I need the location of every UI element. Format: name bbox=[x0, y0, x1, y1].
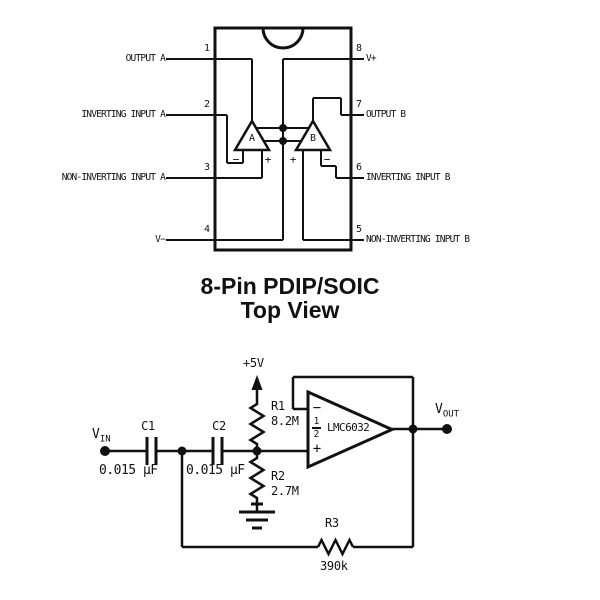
pin-label-output-b: OUTPUT B bbox=[366, 109, 406, 120]
pinout-caption-line1: 8-Pin PDIP/SOIC bbox=[200, 273, 380, 299]
filter-circuit bbox=[100, 375, 452, 557]
amp-a-plus-sign: + bbox=[264, 153, 272, 166]
capacitor-c2-symbol bbox=[211, 437, 224, 465]
opamp-half-fraction: 1 2 bbox=[312, 417, 321, 439]
pin-label-output-a: OUTPUT A bbox=[125, 53, 166, 64]
r2-value: 2.7M bbox=[271, 484, 299, 498]
c2-name: C2 bbox=[212, 419, 226, 433]
fraction-numerator: 1 bbox=[313, 416, 320, 427]
capacitor-c1-symbol bbox=[145, 437, 158, 465]
vout-base: V bbox=[435, 402, 443, 417]
opamp-b-symbol bbox=[293, 118, 333, 152]
pin-number-4: 4 bbox=[203, 224, 210, 235]
vout-label: VOUT bbox=[435, 403, 459, 422]
pin-number-2: 2 bbox=[203, 99, 210, 110]
opamp-a-symbol bbox=[232, 118, 272, 152]
opamp-symbol bbox=[306, 389, 396, 470]
r1-value: 8.2M bbox=[271, 414, 299, 428]
pin-label-noninverting-a: NON-INVERTING INPUT A bbox=[61, 172, 166, 183]
c1-name: C1 bbox=[141, 419, 155, 433]
amp-b-minus-sign: − bbox=[323, 153, 331, 166]
notch-icon bbox=[261, 27, 305, 50]
pin-label-vminus: V− bbox=[155, 234, 166, 245]
r1-name: R1 bbox=[271, 399, 285, 413]
junction-dot bbox=[408, 424, 418, 434]
pin-label-inverting-a: INVERTING INPUT A bbox=[81, 109, 165, 120]
supply-label: +5V bbox=[243, 356, 264, 370]
pin-number-5: 5 bbox=[356, 224, 363, 235]
fraction-denominator: 2 bbox=[313, 429, 320, 440]
pin-number-8: 8 bbox=[356, 43, 363, 54]
pin-label-inverting-b: INVERTING INPUT B bbox=[366, 172, 450, 183]
r3-value: 390k bbox=[320, 559, 348, 573]
pin-number-7: 7 bbox=[356, 99, 363, 110]
amp-a-minus-sign: − bbox=[232, 153, 240, 166]
fraction-bar bbox=[312, 427, 321, 429]
pin-number-3: 3 bbox=[203, 162, 210, 173]
junction-dot bbox=[279, 124, 287, 132]
pin-number-1: 1 bbox=[203, 43, 210, 54]
pin-label-vplus: V+ bbox=[366, 53, 377, 64]
pin-label-noninverting-b: NON-INVERTING INPUT B bbox=[366, 234, 470, 245]
c2-value: 0.015 μF bbox=[186, 463, 245, 478]
ic-body bbox=[213, 26, 353, 252]
vin-label: VIN bbox=[92, 428, 111, 447]
resistor-r2-symbol bbox=[248, 451, 266, 512]
pinout-diagram bbox=[166, 26, 364, 252]
c1-value: 0.015 μF bbox=[99, 463, 158, 478]
opamp-plus-sign: + bbox=[312, 441, 322, 457]
junction-dot bbox=[252, 446, 262, 456]
r2-name: R2 bbox=[271, 469, 285, 483]
amp-b-letter: B bbox=[309, 133, 317, 144]
vin-subscript: IN bbox=[99, 434, 111, 445]
vout-subscript: OUT bbox=[442, 409, 460, 420]
amp-b-plus-sign: + bbox=[289, 153, 297, 166]
vout-terminal bbox=[442, 424, 452, 434]
junction-dot bbox=[279, 137, 287, 145]
junction-dot bbox=[177, 446, 187, 456]
supply-arrow-icon bbox=[251, 375, 263, 390]
pin-number-6: 6 bbox=[356, 162, 363, 173]
opamp-minus-sign: − bbox=[312, 400, 322, 416]
pinout-caption-line2: Top View bbox=[240, 297, 340, 323]
amp-a-letter: A bbox=[248, 133, 256, 144]
ground-icon bbox=[239, 502, 275, 530]
resistor-r3-symbol bbox=[316, 537, 355, 557]
vin-terminal bbox=[100, 446, 110, 456]
vin-base: V bbox=[92, 427, 100, 442]
r3-name: R3 bbox=[325, 516, 339, 530]
opamp-part-number: LMC6032 bbox=[327, 421, 370, 434]
resistor-r1-symbol bbox=[248, 390, 266, 451]
